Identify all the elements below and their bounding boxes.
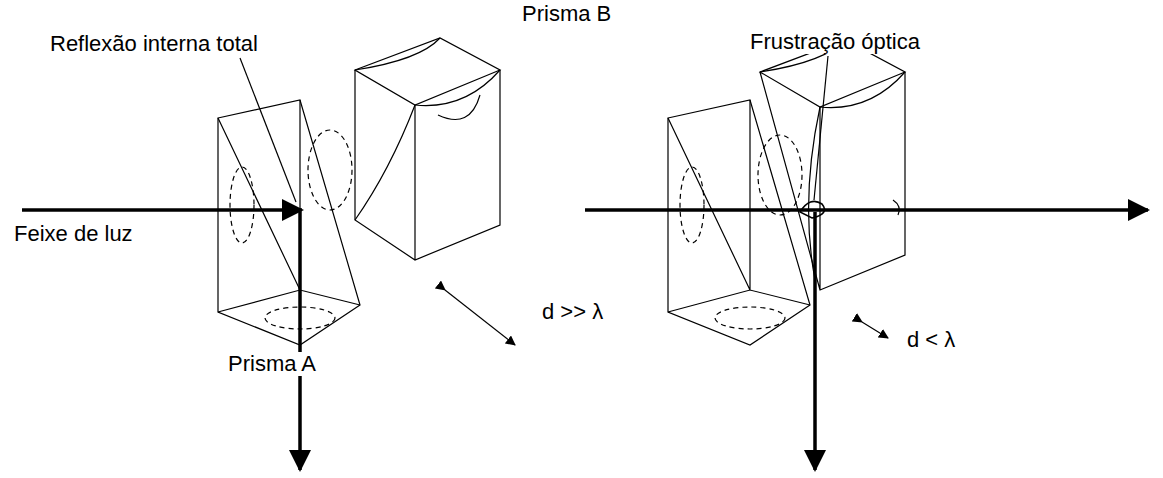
prism-label: Prisma B xyxy=(520,2,613,26)
dimension-label: d < λ xyxy=(905,328,957,352)
prism-label: Prisma A xyxy=(226,352,318,376)
dimension-label: d >> λ xyxy=(540,300,605,324)
beam-label: Feixe de luz xyxy=(12,222,135,246)
callout-label: Frustração óptica xyxy=(748,30,922,54)
callout-label: Reflexão interna total xyxy=(48,32,260,56)
